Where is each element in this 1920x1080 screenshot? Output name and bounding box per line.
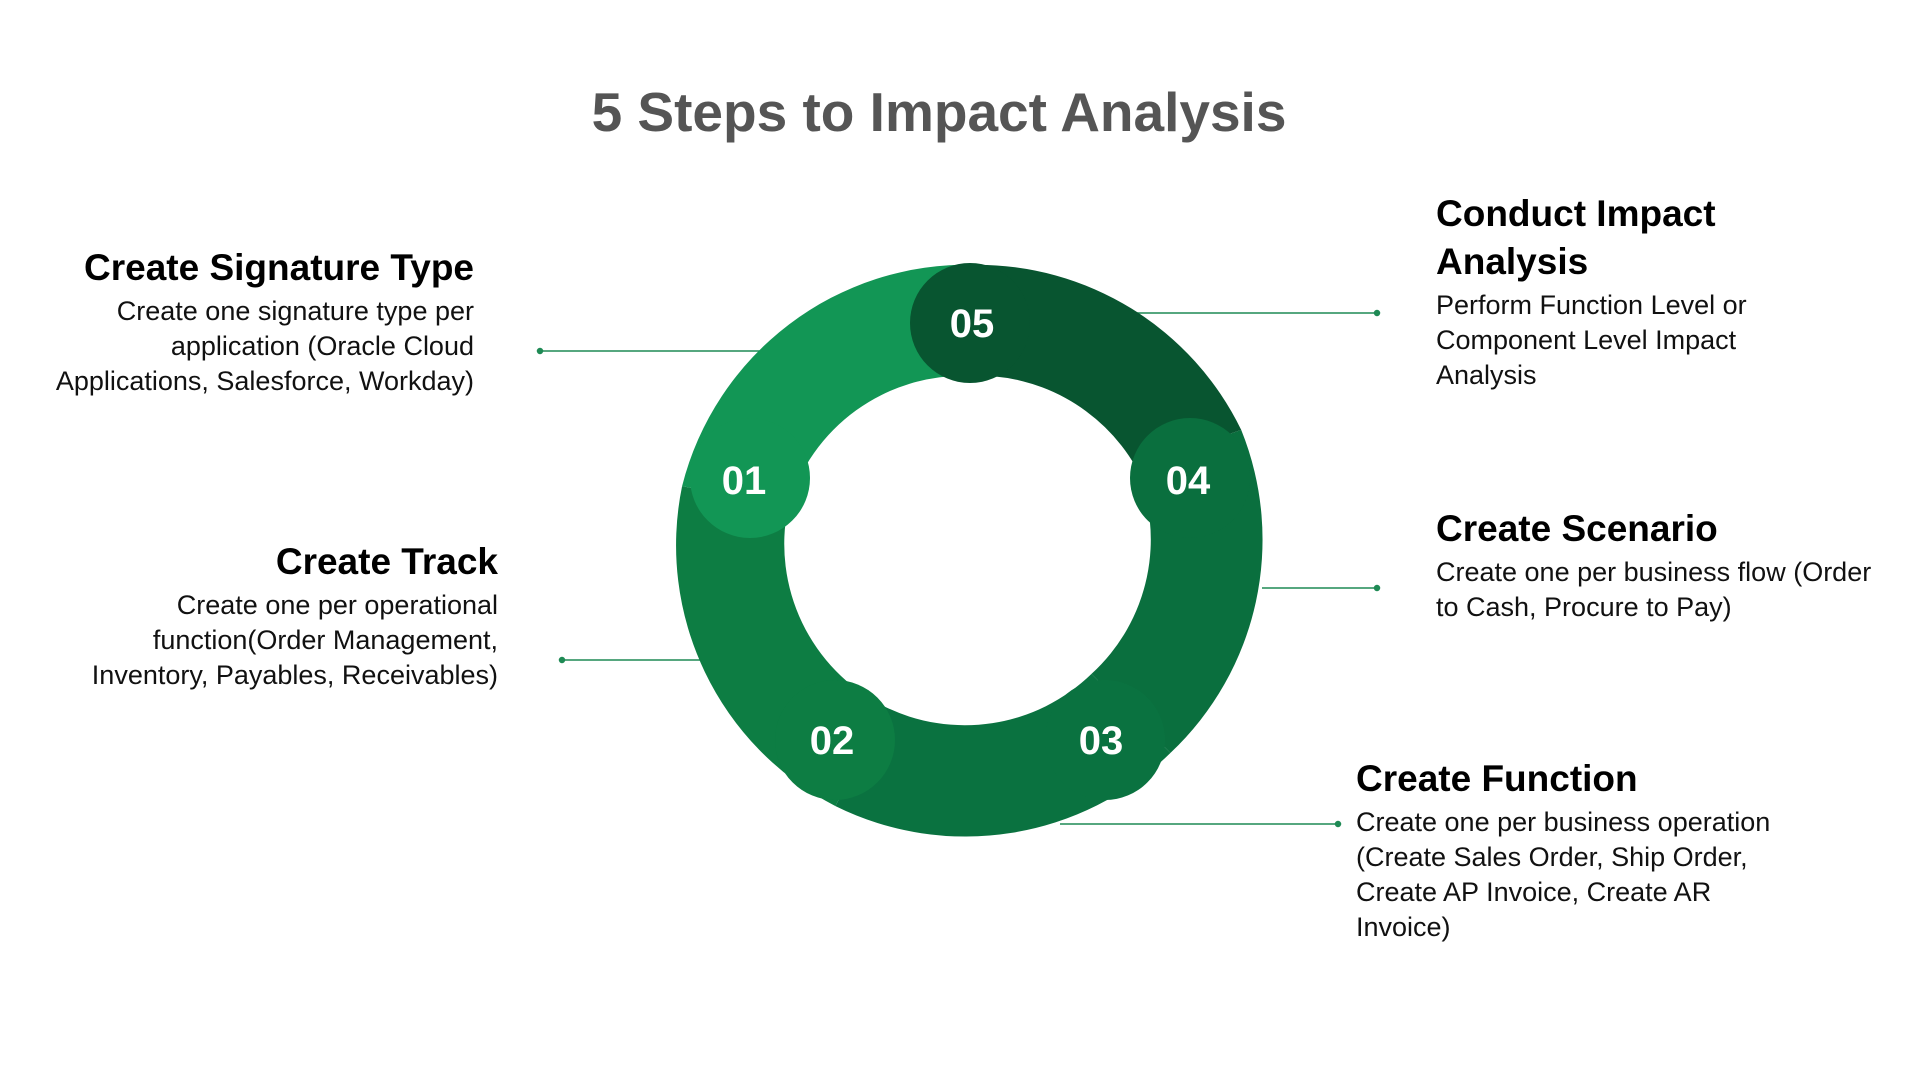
step-number-1: 01 bbox=[722, 459, 767, 503]
step-5-block: Conduct Impact Analysis Perform Function… bbox=[1436, 190, 1836, 393]
step-1-block: Create Signature Type Create one signatu… bbox=[34, 244, 474, 399]
step-2-block: Create Track Create one per operational … bbox=[78, 538, 498, 693]
ring-caps bbox=[690, 263, 1250, 800]
step-3-block: Create Function Create one per business … bbox=[1356, 755, 1796, 945]
step-number-3: 03 bbox=[1079, 719, 1124, 763]
step-2-title: Create Track bbox=[275, 541, 498, 582]
connector-dot-step-2 bbox=[558, 656, 566, 664]
step-number-4: 04 bbox=[1166, 459, 1211, 503]
step-4-block: Create Scenario Create one per business … bbox=[1436, 505, 1886, 625]
step-5-description: Perform Function Level or Component Leve… bbox=[1436, 290, 1747, 390]
step-2-description: Create one per operational function(Orde… bbox=[91, 590, 498, 690]
connector-dot-step-4 bbox=[1373, 584, 1381, 592]
connector-dot-step-5 bbox=[1373, 309, 1381, 317]
step-number-5: 05 bbox=[950, 302, 995, 346]
step-number-2: 02 bbox=[810, 719, 855, 763]
page-title: 5 Steps to Impact Analysis bbox=[591, 81, 1287, 143]
ring-cap-step-3 bbox=[1045, 680, 1165, 800]
step-3-description: Create one per business operation (Creat… bbox=[1356, 807, 1771, 942]
step-4-title: Create Scenario bbox=[1436, 508, 1718, 549]
connector-lines bbox=[536, 309, 1381, 828]
connector-dot-step-3 bbox=[1334, 820, 1342, 828]
ring-segment-step-5 bbox=[969, 264, 1242, 467]
ring-cap-step-5 bbox=[910, 263, 1030, 383]
ring-cap-step-1 bbox=[690, 418, 810, 538]
ring-cap-step-4 bbox=[1130, 418, 1250, 538]
step-3-title: Create Function bbox=[1356, 758, 1638, 799]
step-5-title: Conduct Impact Analysis bbox=[1436, 193, 1716, 282]
step-1-description: Create one signature type per applicatio… bbox=[55, 296, 474, 396]
step-numbers: 01 02 03 04 05 bbox=[722, 302, 1211, 763]
step-4-description: Create one per business flow (Order to C… bbox=[1436, 557, 1872, 622]
ring-cap-step-2 bbox=[775, 680, 895, 800]
connector-dot-step-1 bbox=[536, 347, 544, 355]
step-1-title: Create Signature Type bbox=[84, 247, 474, 288]
